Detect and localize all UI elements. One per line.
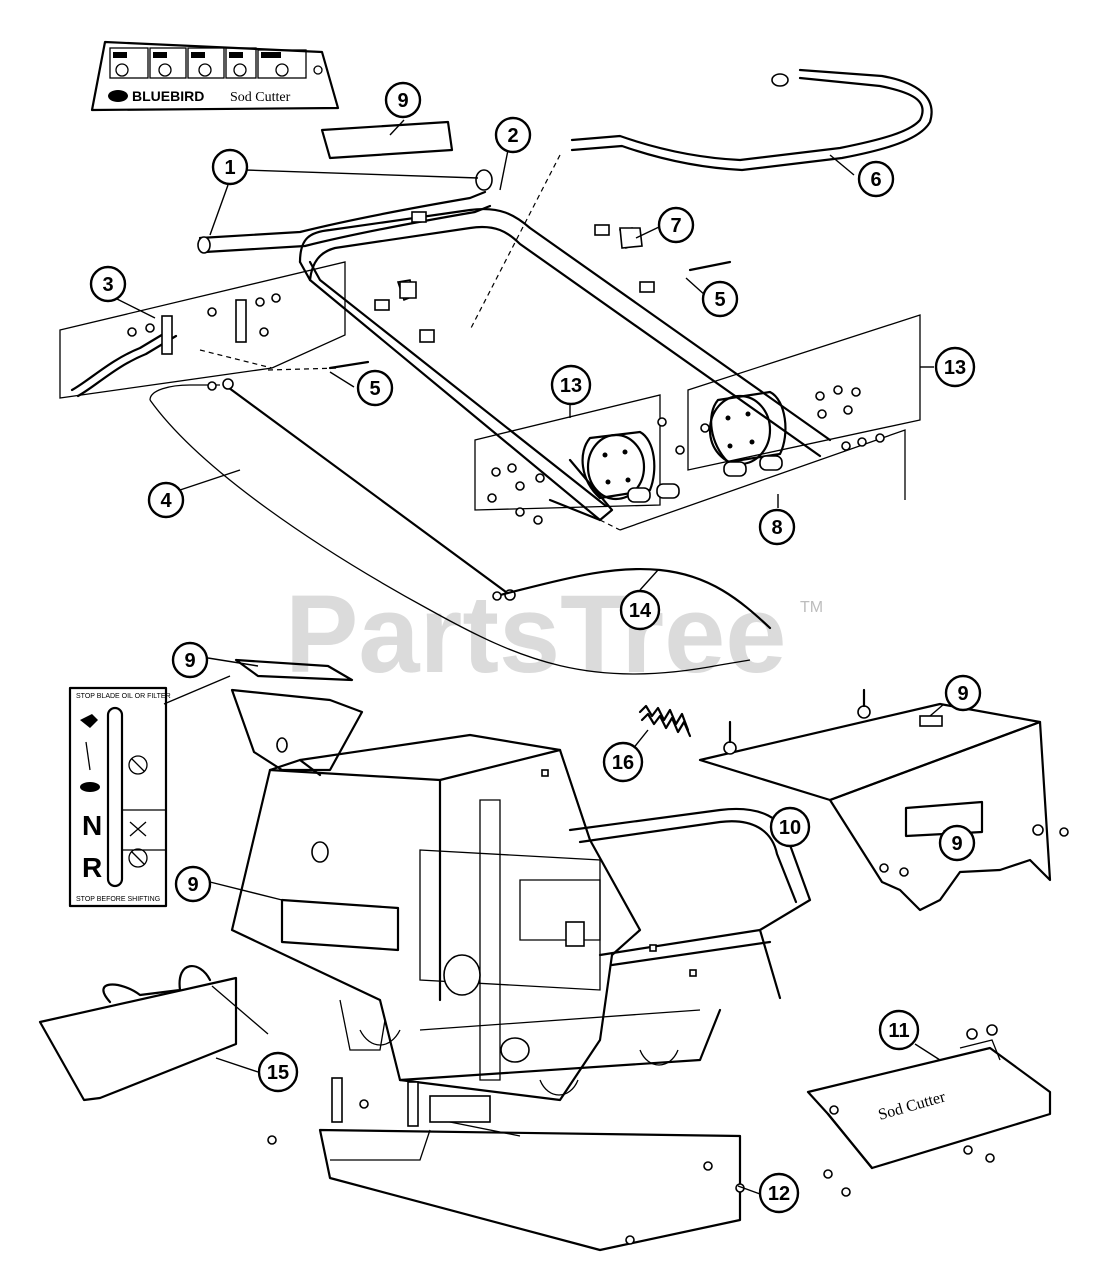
alignment-line-3 [599, 519, 621, 531]
brand-model: Sod Cutter [230, 90, 291, 105]
control-decal-bottom-text: STOP BEFORE SHIFTING [76, 896, 160, 903]
callout-9b: 9 [171, 641, 209, 679]
svg-text:5: 5 [714, 289, 725, 311]
svg-text:9: 9 [397, 90, 408, 112]
rabbit-icon [80, 714, 98, 728]
svg-text:4: 4 [160, 490, 172, 512]
callout-10: 10 [769, 806, 811, 848]
control-decal-reverse: R [82, 852, 102, 883]
cable-14 [492, 567, 772, 630]
callout-15: 15 [257, 1051, 299, 1093]
brand-decal: BLUEBIRD Sod Cutter [90, 40, 340, 112]
callout-5b: 5 [701, 280, 739, 318]
callout-9e: 9 [938, 824, 976, 862]
svg-text:12: 12 [768, 1183, 790, 1205]
frame-2 [298, 208, 832, 522]
foot-plate-15 [38, 964, 269, 1102]
callout-8: 8 [758, 508, 796, 546]
svg-text:16: 16 [612, 752, 634, 774]
bluebird-logo-icon [108, 90, 128, 102]
svg-text:2: 2 [507, 125, 518, 147]
front-plate-11: Sod Cutter [806, 1024, 1052, 1197]
svg-text:9: 9 [184, 650, 195, 672]
callout-14: 14 [619, 589, 661, 631]
skid-plate-12 [267, 1077, 745, 1252]
svg-text:9: 9 [951, 833, 962, 855]
handle-1 [197, 169, 493, 254]
handle-6 [570, 68, 933, 172]
callout-9a: 9 [384, 81, 422, 119]
plate-decal-text: Sod Cutter [876, 1088, 948, 1124]
decal-9-chassis [280, 898, 400, 952]
prohibited-icon-2 [128, 848, 148, 868]
callout-2: 2 [494, 116, 532, 154]
knob-7 [619, 227, 643, 249]
chassis-10 [230, 688, 812, 1102]
turtle-icon [80, 782, 100, 792]
alignment-line-2 [267, 367, 341, 371]
callout-12: 12 [758, 1172, 800, 1214]
svg-text:8: 8 [771, 517, 782, 539]
callout-9d: 9 [944, 674, 982, 712]
svg-text:9: 9 [187, 874, 198, 896]
callout-3: 3 [89, 265, 127, 303]
prohibited-icon [128, 755, 148, 775]
callout-5a: 5 [356, 369, 394, 407]
callout-13a: 13 [550, 364, 592, 406]
callout-1: 1 [211, 148, 249, 186]
svg-text:5: 5 [369, 378, 380, 400]
callout-9c: 9 [174, 865, 212, 903]
callout-7: 7 [657, 206, 695, 244]
plate-3 [59, 261, 346, 399]
scissors-icon [129, 821, 147, 837]
svg-text:6: 6 [870, 169, 881, 191]
watermark: PartsTree [285, 573, 786, 696]
brand-name: BLUEBIRD [132, 88, 204, 104]
svg-text:10: 10 [779, 817, 801, 839]
svg-text:7: 7 [670, 215, 681, 237]
spring-16 [638, 704, 692, 738]
bushings-8 [619, 429, 906, 531]
pin-5-upper [688, 260, 732, 272]
callout-13b: 13 [934, 346, 976, 388]
decal-9-top [320, 120, 454, 160]
callout-11: 11 [878, 1009, 920, 1051]
knob-7b [399, 281, 417, 299]
svg-text:3: 3 [102, 274, 113, 296]
watermark-trademark: TM [800, 599, 823, 616]
control-decal-top-text: STOP BLADE OIL OR FILTER [76, 693, 171, 700]
decal-9-plate [904, 800, 984, 838]
svg-text:14: 14 [629, 600, 652, 622]
callout-16: 16 [602, 741, 644, 783]
decal-9-plate-small [919, 715, 943, 727]
cable-4 [149, 378, 751, 675]
pin-5-lower [328, 360, 370, 370]
decal-9-mid [234, 658, 354, 682]
svg-text:13: 13 [560, 375, 582, 397]
control-decal: STOP BLADE OIL OR FILTER N R STOP BEFORE… [68, 686, 171, 908]
control-decal-neutral: N [82, 810, 102, 841]
callout-6: 6 [857, 160, 895, 198]
wheel-assembly-13-left [474, 394, 685, 525]
cover-plate [698, 688, 1069, 912]
svg-text:1: 1 [224, 157, 235, 179]
svg-text:15: 15 [267, 1062, 289, 1084]
svg-text:13: 13 [944, 357, 966, 379]
svg-text:11: 11 [888, 1020, 909, 1042]
alignment-line-1 [469, 154, 561, 331]
wheel-assembly-13-right [687, 314, 921, 471]
callout-4: 4 [147, 481, 185, 519]
leader-lines [114, 119, 948, 1195]
svg-text:9: 9 [957, 683, 968, 705]
